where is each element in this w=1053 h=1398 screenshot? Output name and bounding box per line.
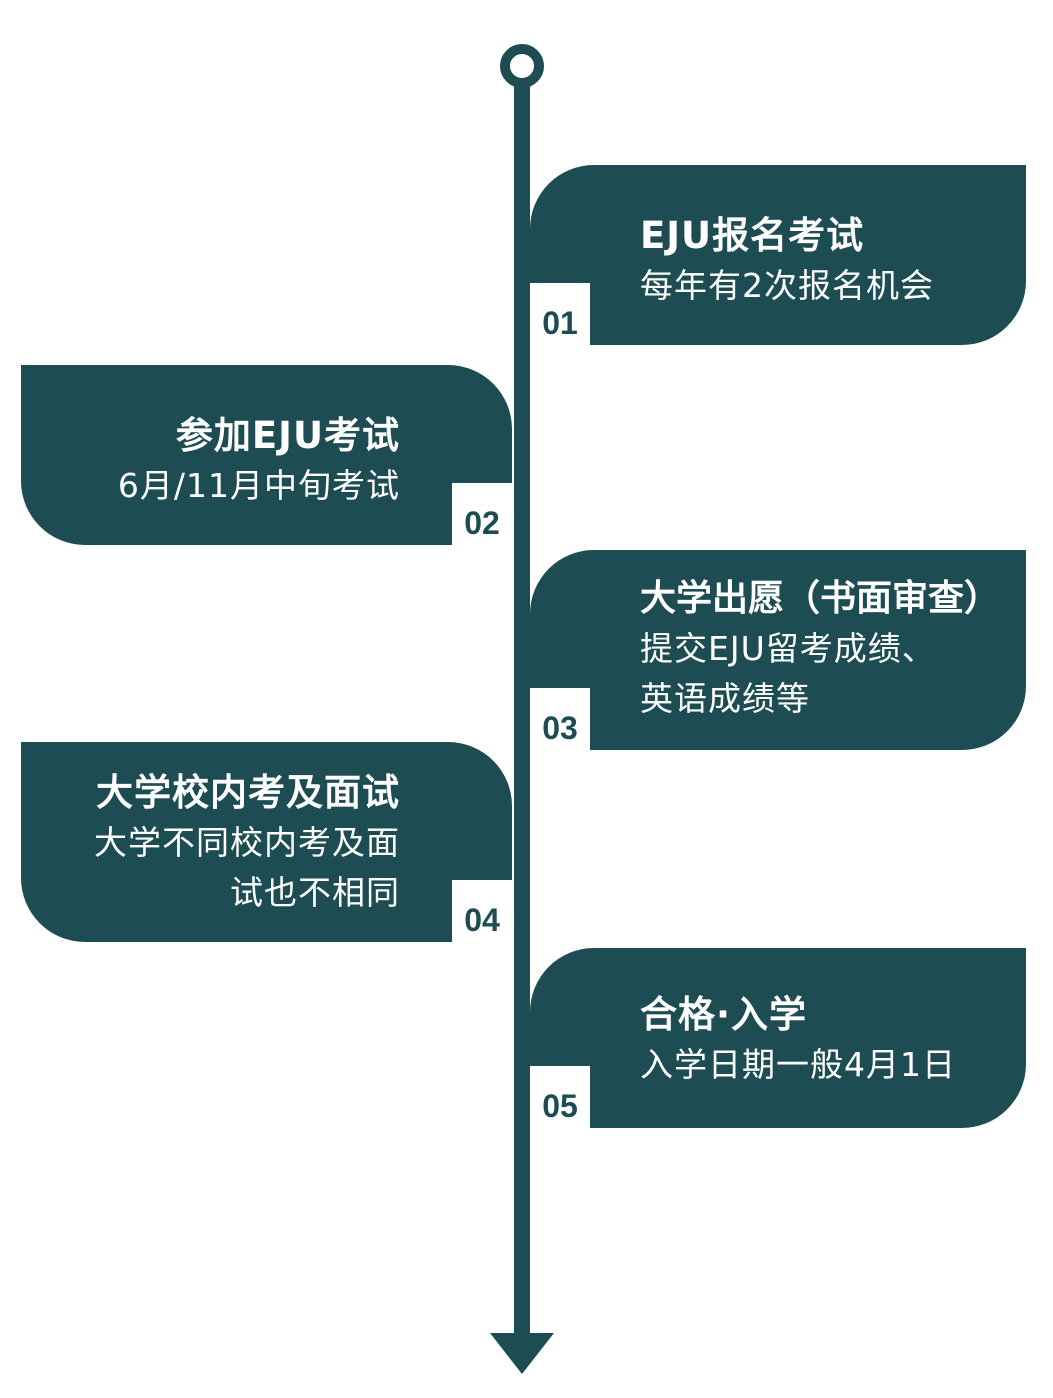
timeline-start-circle [500, 44, 544, 88]
step-title: 合格·入学 [640, 993, 808, 1036]
step-description-line: 英语成绩等 [640, 679, 810, 718]
step-card-04: 大学校内考及面试 大学不同校内考及面 试也不相同 04 [21, 742, 512, 942]
step-number: 03 [530, 688, 590, 750]
step-description: 提交EJU留考成绩、 英语成绩等 [640, 624, 1016, 724]
step-description-line: 入学日期一般4月1日 [640, 1045, 956, 1084]
step-title: 大学校内考及面试 [96, 771, 400, 814]
step-description-line: 大学不同校内考及面 [94, 823, 400, 862]
step-description: 大学不同校内考及面 试也不相同 [61, 818, 400, 918]
step-description: 每年有2次报名机会 [640, 261, 1016, 311]
step-title: EJU报名考试 [640, 214, 865, 257]
step-card-01: EJU报名考试 每年有2次报名机会 01 [530, 165, 1026, 345]
step-number: 05 [530, 1066, 590, 1128]
step-description-line: 每年有2次报名机会 [640, 266, 934, 305]
step-description: 6月/11月中旬考试 [61, 461, 400, 511]
step-description-line: 试也不相同 [230, 873, 400, 912]
step-title: 参加EJU考试 [175, 414, 400, 457]
step-number: 02 [452, 483, 512, 545]
step-card-03: 大学出愿（书面审查） 提交EJU留考成绩、 英语成绩等 03 [530, 550, 1026, 750]
step-number: 04 [452, 880, 512, 942]
step-card-02: 参加EJU考试 6月/11月中旬考试 02 [21, 365, 512, 545]
step-title: 大学出愿（书面审查） [640, 578, 1001, 619]
step-description-line: 6月/11月中旬考试 [117, 466, 400, 505]
timeline-end-arrow [490, 1333, 554, 1374]
step-description-line: 提交EJU留考成绩、 [640, 629, 936, 668]
step-description: 入学日期一般4月1日 [640, 1040, 1016, 1090]
step-card-05: 合格·入学 入学日期一般4月1日 05 [530, 948, 1026, 1128]
step-number: 01 [530, 283, 590, 345]
